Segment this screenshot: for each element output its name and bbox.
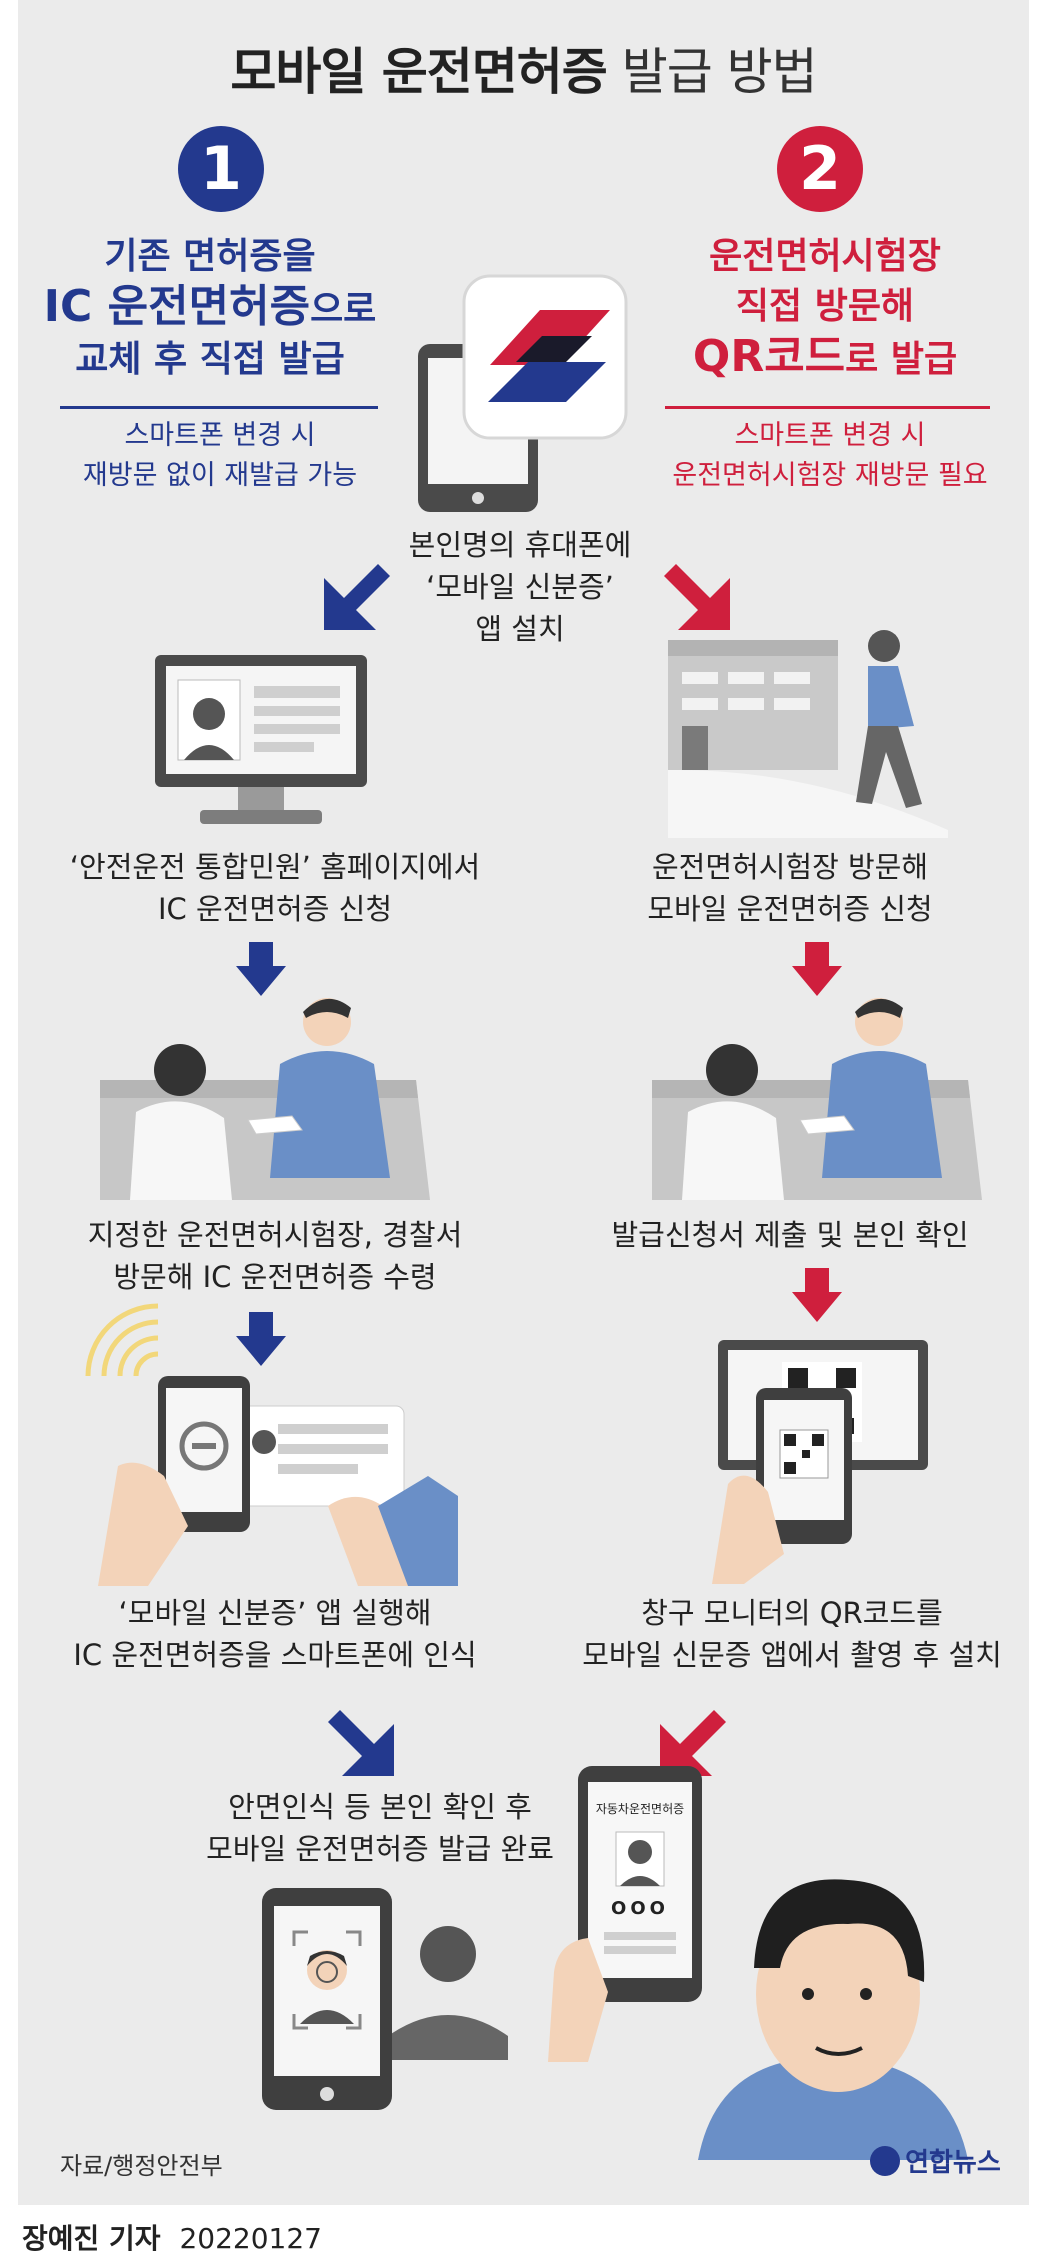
phone-scan-card-illustration [85,1303,458,1586]
left-step-1: ‘안전운전 통합민원’ 홈페이지에서 IC 운전면허증 신청 [40,846,510,930]
yonhap-logo-text: 연합뉴스 [905,2148,1001,2178]
arrow-down-right-blue-icon [328,1710,394,1776]
option-2-line2: 직접 방문해 [735,286,915,327]
left-step-3-l2: IC 운전면허증을 스마트폰에 인식 [73,1638,477,1672]
arrow-down-red-icon-2 [792,1268,842,1322]
left-step-2-l2: 방문해 IC 운전면허증 수령 [113,1260,437,1294]
yonhap-logo-icon [870,2145,900,2176]
option-1-line1: 기존 면허증을 [104,236,316,277]
option-2-line3-tail: 로 발급 [845,339,958,380]
common-step-l2: ‘모바일 신분증’ [426,570,614,604]
option-2-sub1: 스마트폰 변경 시 [734,420,926,451]
option-2-number: 2 [777,126,863,212]
publish-date: 20220127 [179,2222,322,2255]
right-step-1-l1: 운전면허시험장 방문해 [651,850,929,884]
option-2-sub: 스마트폰 변경 시 운전면허시험장 재방문 필요 [640,416,1020,496]
option-2-line3-big: QR코드 [692,331,846,382]
option-1-line3: 교체 후 직접 발급 [75,339,345,380]
right-step-1: 운전면허시험장 방문해 모바일 운전면허증 신청 [580,846,1000,930]
building-visit-illustration [668,630,948,838]
right-step-3-l2: 모바일 신문증 앱에서 촬영 후 설치 [582,1638,1002,1672]
option-1-heading: 기존 면허증을 IC 운전면허증으로 교체 후 직접 발급 [40,232,380,385]
option-1-sub2: 재방문 없이 재발급 가능 [82,460,358,491]
common-step-l1: 본인명의 휴대폰에 [408,528,632,562]
left-step-1-l2: IC 운전면허증 신청 [158,892,392,926]
left-step-1-l1: ‘안전운전 통합민원’ 홈페이지에서 [69,850,481,884]
left-step-2: 지정한 운전면허시험장, 경찰서 방문해 IC 운전면허증 수령 [40,1214,510,1298]
license-card-dots: OOO [611,1898,669,1919]
page-title: 모바일 운전면허증 발급 방법 [0,32,1047,104]
option-1-number: 1 [178,126,264,212]
option-1-sub: 스마트폰 변경 시 재방문 없이 재발급 가능 [40,416,400,496]
right-step-3: 창구 모니터의 QR코드를 모바일 신문증 앱에서 촬영 후 설치 [552,1592,1032,1676]
right-step-2-l1: 발급신청서 제출 및 본인 확인 [611,1218,969,1252]
arrow-down-blue-icon [236,942,286,996]
option-1-sub1: 스마트폰 변경 시 [124,420,316,451]
final-step: 안면인식 등 본인 확인 후 모바일 운전면허증 발급 완료 [180,1786,580,1870]
common-step-l3: 앱 설치 [475,612,565,646]
left-step-2-l1: 지정한 운전면허시험장, 경찰서 [87,1218,463,1252]
title-bold: 모바일 운전면허증 [230,43,607,101]
right-step-2: 발급신청서 제출 및 본인 확인 [560,1214,1020,1256]
title-light: 발급 방법 [621,43,818,101]
option-1-line2-big: IC 운전면허증 [43,281,311,332]
qr-monitor-phone-illustration [712,1340,928,1584]
final-step-l2: 모바일 운전면허증 발급 완료 [206,1832,554,1866]
final-step-l1: 안면인식 등 본인 확인 후 [228,1790,532,1824]
face-recognition-illustration [262,1888,508,2110]
option-1-divider [60,406,378,409]
monitor-website-illustration [155,655,367,824]
option-1-line2-tail: 으로 [310,289,377,330]
arrow-down-blue-icon-2 [236,1312,286,1366]
counter-service-illustration-right [652,998,982,1200]
counter-service-illustration-left [100,998,430,1200]
license-card-title: 자동차운전면허증 [595,1802,685,1816]
option-2-heading: 운전면허시험장 직접 방문해 QR코드로 발급 [650,232,1000,385]
right-step-1-l2: 모바일 운전면허증 신청 [647,892,933,926]
right-step-3-l1: 창구 모니터의 QR코드를 [641,1596,943,1630]
arrow-down-left-blue-icon [324,564,390,630]
reporter-name: 장예진 기자 [22,2222,161,2255]
left-step-3: ‘모바일 신분증’ 앱 실행해 IC 운전면허증을 스마트폰에 인식 [30,1592,520,1676]
credit-line: 장예진 기자 20220127 [22,2217,322,2257]
arrow-down-right-red-icon [664,564,730,630]
arrow-down-red-icon [792,942,842,996]
left-step-3-l1: ‘모바일 신분증’ 앱 실행해 [118,1596,432,1630]
man-holding-license-phone-illustration [548,1766,968,2160]
arrow-down-left-red-icon [660,1710,726,1776]
option-2-divider [665,406,990,409]
source-label: 자료/행정안전부 [60,2152,223,2180]
option-2-line1: 운전면허시험장 [709,236,941,277]
yonhap-logo: 연합뉴스 [870,2142,1001,2179]
phone-app-icon [418,274,628,512]
common-step: 본인명의 휴대폰에 ‘모바일 신분증’ 앱 설치 [340,524,700,650]
option-2-sub2: 운전면허시험장 재방문 필요 [672,460,988,491]
